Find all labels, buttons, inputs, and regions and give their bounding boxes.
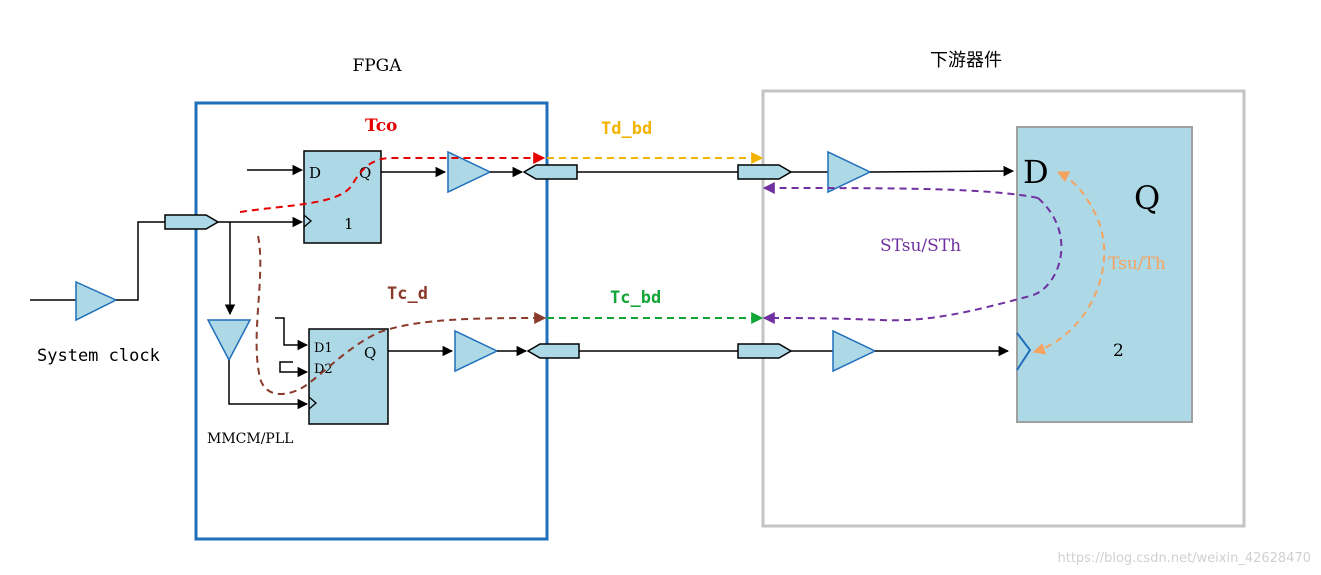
pll-label: MMCM/PLL bbox=[207, 431, 293, 447]
ff2-q-pin: Q bbox=[364, 344, 376, 362]
stsu-sth-label: STsu/STh bbox=[880, 236, 961, 256]
ff1-d-pin: D bbox=[309, 164, 321, 182]
tsu-th-label: Tsu/Th bbox=[1108, 254, 1166, 274]
ff1-q-pin: Q bbox=[359, 164, 371, 182]
downstream-pad-2-icon bbox=[737, 343, 793, 359]
tsu-th-path bbox=[1032, 171, 1106, 355]
ff1-output-buffer-icon bbox=[447, 150, 492, 194]
system-clock-label: System clock bbox=[37, 346, 160, 366]
downstream-index: 2 bbox=[1113, 341, 1124, 361]
td-bd-label: Td_bd bbox=[601, 119, 652, 139]
ff1-index: 1 bbox=[344, 215, 354, 233]
fpga-label: FPGA bbox=[352, 56, 402, 76]
fpga-pad-2-icon bbox=[526, 343, 580, 359]
downstream-buffer-1-icon bbox=[827, 150, 872, 194]
ff2-d1-input-wire bbox=[275, 317, 309, 351]
sysclk-buffer-icon bbox=[75, 280, 118, 322]
fpga-block bbox=[194, 101, 549, 541]
ff2-output-buffer-icon bbox=[454, 329, 499, 373]
stsu-sth-path-setup bbox=[762, 197, 1063, 325]
sysclk-io-pad-icon bbox=[164, 214, 220, 230]
downstream-pad-1-icon bbox=[737, 164, 793, 180]
pll-buffer-icon bbox=[206, 319, 252, 362]
downstream-buffer-2-icon bbox=[832, 329, 877, 373]
ff2-d2-input-wire bbox=[279, 361, 309, 378]
tc-d-path bbox=[255, 235, 547, 396]
flipflop-1 bbox=[303, 150, 382, 244]
ff1-clock-pin-icon bbox=[303, 214, 312, 228]
downstream-buffer1-to-d-wire bbox=[869, 165, 1015, 177]
ff2-clock-pin-icon bbox=[308, 396, 317, 410]
fpga-pad-1-icon bbox=[522, 164, 578, 180]
downstream-label: 下游器件 bbox=[930, 50, 1002, 71]
downstream-block bbox=[761, 89, 1246, 528]
tc-bd-label: Tc_bd bbox=[610, 288, 661, 308]
tc-d-label: Tc_d bbox=[387, 284, 428, 304]
flipflop-2 bbox=[308, 328, 389, 425]
stsu-sth-path-hold bbox=[762, 182, 1039, 199]
ff2-d1-pin: D1 bbox=[314, 341, 333, 356]
sysclk-route-wire bbox=[116, 221, 165, 301]
pll-to-ff2-wire bbox=[228, 360, 309, 410]
tco-label: Tco bbox=[365, 116, 397, 136]
ff2-d2-pin: D2 bbox=[314, 362, 333, 377]
watermark: https://blog.csdn.net/weixin_42628470 bbox=[1057, 551, 1311, 566]
downstream-q-pin: Q bbox=[1134, 179, 1160, 217]
tco-path bbox=[239, 152, 546, 213]
downstream-clock-pin-icon bbox=[1016, 332, 1032, 371]
downstream-d-pin: D bbox=[1023, 153, 1049, 191]
